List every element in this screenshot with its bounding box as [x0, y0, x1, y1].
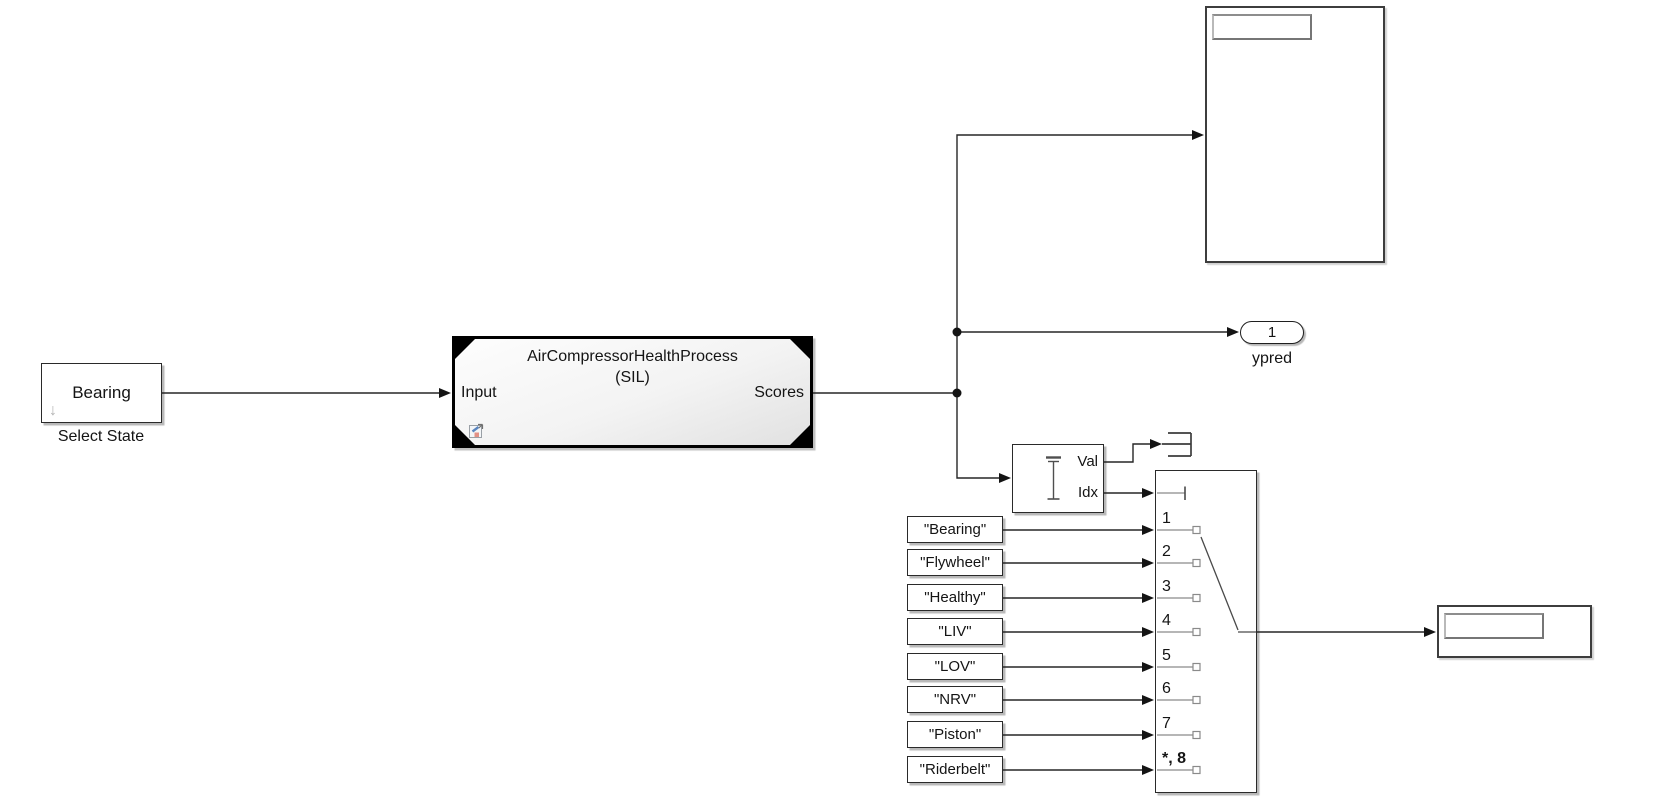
switch-port-label-3: 3	[1162, 578, 1171, 595]
string-value: "Healthy"	[924, 589, 986, 606]
string-value: "LOV"	[934, 658, 976, 675]
display-block-small[interactable]	[1437, 605, 1592, 658]
wire-val-to-terminator[interactable]	[1104, 443, 1150, 463]
val-port-label: Val	[1077, 453, 1098, 470]
display-value-field	[1444, 613, 1544, 639]
switch-port-label-default: *, 8	[1162, 750, 1187, 767]
switch-port-label-4: 4	[1162, 612, 1171, 629]
input-port-label: Input	[461, 384, 497, 401]
string-value: "Piston"	[928, 726, 982, 743]
string-constant-riderbelt[interactable]: "Riderbelt"	[907, 756, 1003, 783]
sil-corner-icon	[789, 424, 811, 446]
switch-port-label-6: 6	[1162, 680, 1171, 697]
block-title: AirCompressorHealthProcess (SIL)	[455, 346, 810, 388]
sil-corner-icon	[454, 338, 476, 360]
select-state-label: Select State	[57, 428, 145, 445]
string-value: "NRV"	[933, 691, 977, 708]
scores-port-label: Scores	[754, 384, 804, 401]
outport-number: 1	[1267, 324, 1277, 341]
switch-port-label-7: 7	[1162, 715, 1171, 732]
sil-corner-icon	[789, 338, 811, 360]
outport-label: ypred	[1251, 350, 1293, 367]
display-block-large[interactable]	[1205, 6, 1385, 263]
outport-block[interactable]: 1	[1240, 321, 1304, 344]
switch-port-label-1: 1	[1162, 510, 1171, 527]
string-constant-healthy[interactable]: "Healthy"	[907, 584, 1003, 611]
maximum-block[interactable]: Val Idx	[1012, 444, 1104, 513]
string-value: "LIV"	[938, 623, 972, 640]
wire-branch-to-display[interactable]	[956, 134, 1192, 393]
switch-port-label-2: 2	[1162, 543, 1171, 560]
terminator-icon[interactable]	[1162, 432, 1192, 457]
idx-port-label: Idx	[1077, 484, 1098, 501]
select-state-value: Bearing	[72, 383, 131, 402]
switch-port-label-5: 5	[1162, 647, 1171, 664]
string-constant-lov[interactable]: "LOV"	[907, 653, 1003, 680]
string-value: "Riderbelt"	[919, 761, 991, 778]
string-constant-piston[interactable]: "Piston"	[907, 721, 1003, 748]
string-constant-flywheel[interactable]: "Flywheel"	[907, 549, 1003, 576]
display-value-field	[1212, 14, 1312, 40]
block-title-line2: (SIL)	[615, 369, 650, 386]
string-constant-nrv[interactable]: "NRV"	[907, 686, 1003, 713]
string-constant-liv[interactable]: "LIV"	[907, 618, 1003, 645]
string-constant-bearing[interactable]: "Bearing"	[907, 516, 1003, 543]
string-value: "Flywheel"	[920, 554, 990, 571]
wire-branch-to-max[interactable]	[956, 393, 999, 479]
dropdown-arrow-icon[interactable]: ↓	[49, 402, 57, 419]
junction-dots	[952, 327, 962, 398]
multiport-switch-block[interactable]: 1 2 3 4 5 6 7 *, 8	[1155, 470, 1257, 793]
block-title-line1: AirCompressorHealthProcess	[527, 348, 738, 365]
select-state-block[interactable]: Bearing ↓	[41, 363, 162, 423]
sil-badge-icon[interactable]	[468, 422, 485, 439]
air-compressor-health-process-block[interactable]: AirCompressorHealthProcess (SIL) Input S…	[452, 336, 813, 448]
string-value: "Bearing"	[923, 521, 987, 538]
